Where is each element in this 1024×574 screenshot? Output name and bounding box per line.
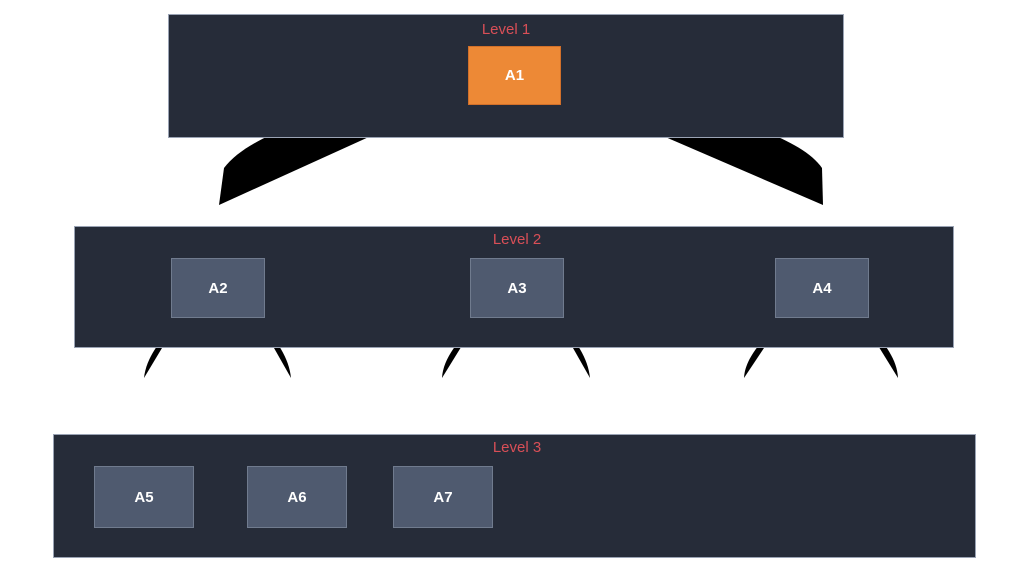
level-label-level1: Level 1 xyxy=(481,21,531,38)
node-A4[interactable]: A4 xyxy=(775,258,869,318)
level-label-level2: Level 2 xyxy=(492,231,542,248)
node-A7[interactable]: A7 xyxy=(393,466,493,528)
level-label-level3: Level 3 xyxy=(492,439,542,456)
level-band-level3 xyxy=(53,434,976,558)
node-A3[interactable]: A3 xyxy=(470,258,564,318)
node-A6[interactable]: A6 xyxy=(247,466,347,528)
node-A1[interactable]: A1 xyxy=(468,46,561,105)
node-A5[interactable]: A5 xyxy=(94,466,194,528)
node-A2[interactable]: A2 xyxy=(171,258,265,318)
